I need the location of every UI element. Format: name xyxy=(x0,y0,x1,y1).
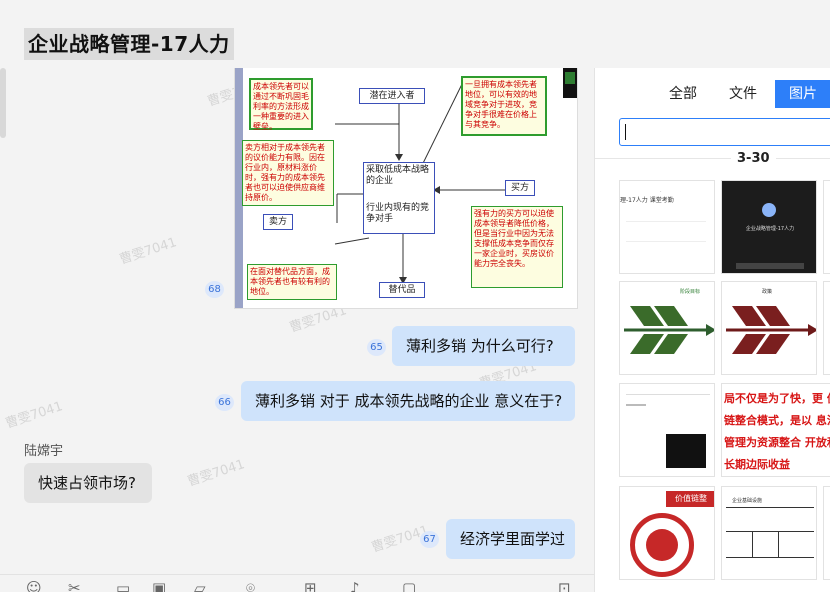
apps-icon[interactable]: ⊞ xyxy=(304,579,317,592)
slide-note-substitutes: 在面对替代品方面，成本领先者也有较有利的地位。 xyxy=(247,264,337,300)
watermark: 曹雯7041 xyxy=(185,457,247,490)
image-thumbnail[interactable]: · 理-17人力 课堂考勤 xyxy=(619,180,715,274)
slide-box-firm: 采取低成本战略的企业 行业内现有的竞争对手 xyxy=(363,162,435,234)
image-icon[interactable]: ▣ xyxy=(152,579,167,592)
thumb-caption: 局不仅是为了快，更 值链整合模式，是以 息流管理为资源整合 开放和长期边际收益 xyxy=(724,392,830,471)
thumb-caption: 企业战略管理-17人力 xyxy=(745,226,795,232)
message-bubble[interactable]: 薄利多销 为什么可行? xyxy=(392,326,575,366)
date-label: 3-30 xyxy=(731,152,776,165)
image-thumbnail[interactable]: 局不仅是为了快，更 值链整合模式，是以 息流管理为资源整合 开放和长期边际收益 xyxy=(721,383,830,477)
screenshot-icon[interactable]: ▭ xyxy=(116,579,131,592)
watermark: 曹雯7041 xyxy=(3,399,65,432)
slide-note-competitors: 一旦拥有成本领先者地位，可以有效的地域竞争对于进攻，竞争对手很难在价格上与其竞争… xyxy=(461,76,547,136)
thumb-caption: 理-17人力 课堂考勤 xyxy=(620,197,674,204)
scissors-icon[interactable]: ✂ xyxy=(68,579,81,592)
image-thumbnail[interactable]: 企业基础设施 xyxy=(721,486,817,580)
thumb-caption: 价值链整 xyxy=(666,491,714,507)
read-count-badge[interactable]: 65 xyxy=(367,339,386,356)
slide-box-buyer: 买方 xyxy=(505,180,535,196)
thumb-caption: 政策 xyxy=(762,289,773,295)
message-bubble[interactable]: 快速占领市场? xyxy=(24,463,152,503)
input-toolbar: ☺ ✂ ▭ ▣ ▱ ⌾ ⊞ ♪ ▢ ⊡ xyxy=(0,574,594,592)
slide-box-firm-bottom: 行业内现有的竞争对手 xyxy=(366,203,430,224)
watermark: 曹雯7041 xyxy=(117,235,179,268)
image-thumbnail[interactable] xyxy=(823,180,830,274)
scrollbar[interactable] xyxy=(0,68,6,138)
image-thumbnail[interactable] xyxy=(619,383,715,477)
slide-image-message[interactable]: 成本领先者可以通过不断巩固毛利率的方法形成一种重要的进入壁垒。 卖方相对于成本领… xyxy=(235,68,577,308)
image-thumbnail[interactable]: 价值链整 xyxy=(619,486,715,580)
read-count-badge[interactable]: 68 xyxy=(205,281,224,298)
slide-box-substitutes: 替代品 xyxy=(379,282,425,298)
image-thumbnail[interactable] xyxy=(823,281,830,375)
image-thumbnail[interactable]: 阶段目标 xyxy=(619,281,715,375)
slide-note-seller: 卖方相对于成本领先者的议价能力有限。因在行业内，原材料涨价时，强有力的成本领先者… xyxy=(242,140,334,206)
image-thumbnail[interactable] xyxy=(823,486,830,580)
page-title: 企业战略管理-17人力 xyxy=(24,28,234,60)
message-bubble[interactable]: 薄利多销 对于 成本领先战略的企业 意义在于? xyxy=(241,381,575,421)
image-thumbnail[interactable]: 企业战略管理-17人力 xyxy=(721,180,817,274)
emoji-icon[interactable]: ☺ xyxy=(26,579,42,592)
chat-header: 企业战略管理-17人力 xyxy=(0,0,830,68)
slide-note-entry-barrier: 成本领先者可以通过不断巩固毛利率的方法形成一种重要的进入壁垒。 xyxy=(249,78,313,131)
chat-area[interactable]: 曹雯7041 曹雯7041 曹雯7041 曹雯7041 曹雯7041 曹雯704… xyxy=(0,68,594,592)
tab-images[interactable]: 图片 xyxy=(775,80,830,108)
tab-all[interactable]: 全部 xyxy=(669,86,697,102)
tab-files[interactable]: 文件 xyxy=(729,86,757,102)
date-divider xyxy=(595,158,830,159)
search-input[interactable] xyxy=(619,118,830,146)
expand-icon[interactable]: ⊡ xyxy=(558,579,571,592)
read-count-badge[interactable]: 66 xyxy=(215,394,234,411)
chat-icon[interactable]: ▢ xyxy=(402,579,417,592)
slide-box-potential-entrants: 潜在进入者 xyxy=(359,88,425,104)
read-count-badge[interactable]: 67 xyxy=(420,531,439,548)
slide-box-firm-top: 采取低成本战略的企业 xyxy=(366,165,430,186)
folder-icon[interactable]: ▱ xyxy=(194,579,206,592)
sender-name: 陆嫦宇 xyxy=(24,444,64,459)
image-thumbnail[interactable]: 政策 xyxy=(721,281,817,375)
slide-box-seller: 卖方 xyxy=(263,214,293,230)
thumb-caption: 企业基础设施 xyxy=(732,498,763,504)
fishbone-diagram xyxy=(726,306,816,354)
clip-icon[interactable]: ⌾ xyxy=(246,579,256,592)
fishbone-diagram xyxy=(624,306,714,354)
media-panel: 全部 文件 图片 3-30 · 理-17人力 课堂考勤 企业战略管理-17人力 … xyxy=(594,68,830,592)
voice-icon[interactable]: ♪ xyxy=(350,579,360,592)
text-caret xyxy=(625,124,626,140)
slide-note-buyer: 强有力的买方可以迫使成本领导者降低价格，但是当行业中因为无法支撑低成本竞争而仅存… xyxy=(471,206,563,288)
thumb-caption: 阶段目标 xyxy=(680,289,701,295)
message-bubble[interactable]: 经济学里面学过 xyxy=(446,519,575,559)
